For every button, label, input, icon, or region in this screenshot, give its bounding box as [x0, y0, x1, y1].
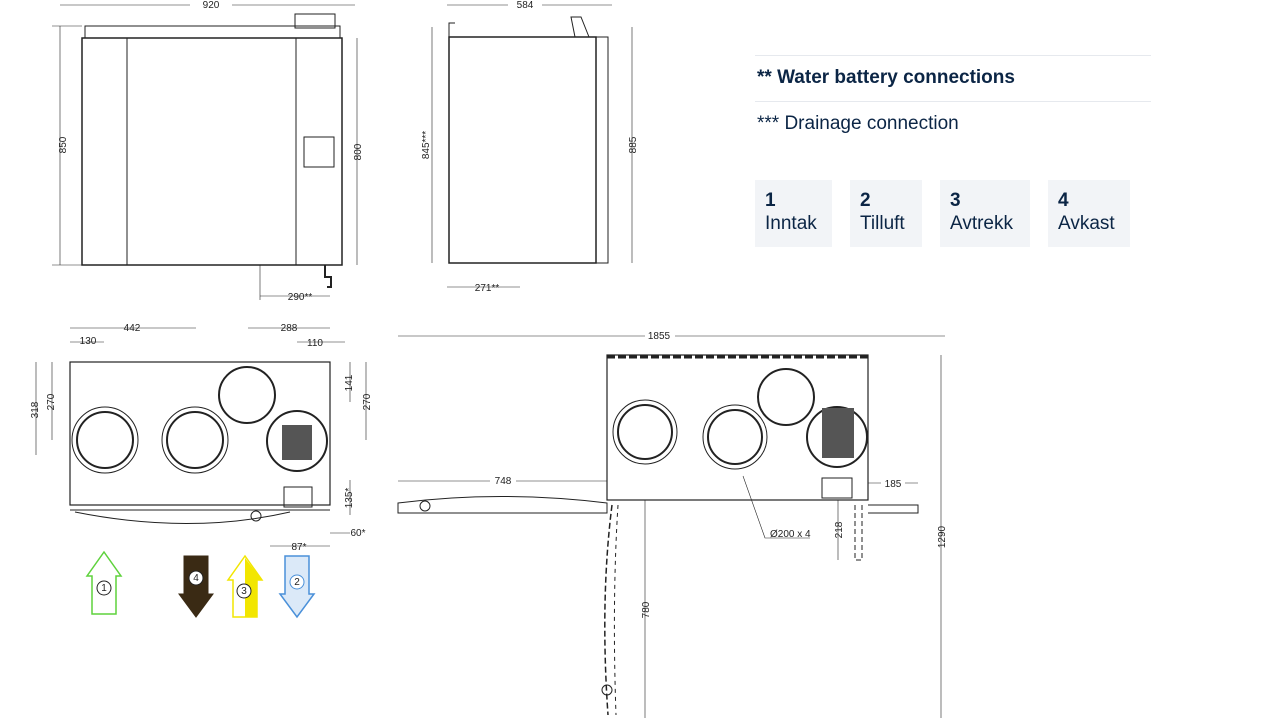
arrow-avtrekk: 3	[226, 554, 264, 618]
svg-text:4: 4	[193, 573, 199, 584]
arrow-avkast: 4	[178, 555, 214, 618]
dim-135: 135*	[344, 488, 355, 509]
legend-label: Inntak	[765, 213, 817, 234]
note-water-battery: ** Water battery connections	[757, 67, 1015, 88]
dim-270-right: 270	[362, 393, 373, 410]
legend-item-avtrekk: 3 Avtrekk	[940, 180, 1030, 247]
svg-text:3: 3	[241, 586, 247, 597]
legend-item-avkast: 4 Avkast	[1048, 180, 1130, 247]
arrow-inntak: 1	[85, 550, 123, 615]
svg-text:1: 1	[101, 583, 107, 594]
legend-item-tilluft: 2 Tilluft	[850, 180, 922, 247]
legend-number: 2	[860, 190, 871, 211]
service-view: 1855 748 185 1290 780 218 Ø200 x 4	[397, 330, 948, 718]
dim-141: 141	[344, 374, 355, 391]
dim-1290: 1290	[937, 525, 948, 548]
dim-1855: 1855	[648, 331, 671, 342]
arrow-tilluft: 2	[278, 555, 316, 619]
legend-number: 3	[950, 190, 961, 211]
bottom-view: 442 130 288 110 318 270 141 270 135* 60*…	[30, 323, 373, 553]
dim-110: 110	[307, 338, 323, 349]
divider	[755, 55, 1151, 56]
dim-87: 87*	[291, 542, 306, 553]
dim-800: 800	[353, 143, 364, 160]
dim-442: 442	[124, 323, 141, 334]
note-drainage: *** Drainage connection	[757, 113, 959, 134]
control-panel-window	[303, 136, 335, 168]
dim-780: 780	[641, 601, 652, 618]
dim-584: 584	[517, 0, 534, 11]
legend-label: Avtrekk	[950, 213, 1014, 234]
dim-885: 885	[628, 136, 639, 153]
legend-item-inntak: 1 Inntak	[755, 180, 832, 247]
dim-185: 185	[885, 479, 902, 490]
dim-271: 271**	[475, 283, 500, 294]
legend-label: Tilluft	[860, 213, 905, 234]
legend: ** Water battery connections *** Drainag…	[755, 55, 1151, 247]
airflow-arrows: 1 4 3 2	[85, 550, 316, 619]
dim-218: 218	[834, 521, 845, 538]
svg-text:2: 2	[294, 577, 300, 588]
dim-318: 318	[30, 401, 41, 418]
dim-748: 748	[495, 476, 512, 487]
dim-60: 60*	[350, 528, 365, 539]
dim-845: 845***	[421, 131, 432, 159]
side-view: 584 845*** 885 271**	[421, 0, 639, 294]
duct-diameter-label: Ø200 x 4	[770, 529, 811, 540]
dim-290: 290**	[288, 292, 313, 303]
legend-number: 4	[1058, 190, 1069, 211]
dim-288: 288	[281, 323, 298, 334]
dim-270-left: 270	[46, 393, 57, 410]
divider	[755, 101, 1151, 102]
legend-number: 1	[765, 190, 776, 211]
front-view: 920 850 800 290**	[52, 0, 364, 303]
airflow-legend: 1 Inntak 2 Tilluft 3 Avtrekk 4 Avkast	[755, 180, 1148, 247]
dim-850: 850	[58, 136, 69, 153]
dim-920: 920	[203, 0, 220, 11]
dim-130: 130	[80, 336, 97, 347]
legend-label: Avkast	[1058, 213, 1115, 234]
